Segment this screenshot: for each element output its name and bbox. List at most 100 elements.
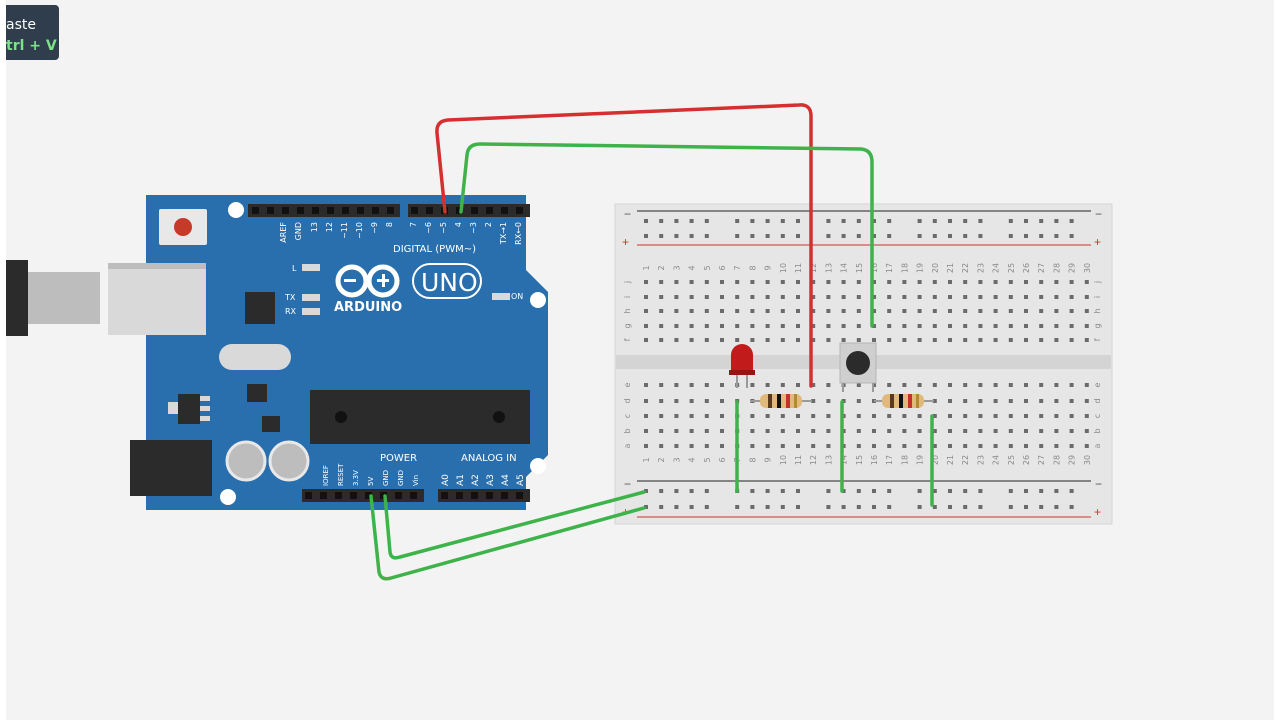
header-socket[interactable] xyxy=(501,207,508,214)
terminal-hole[interactable] xyxy=(689,309,694,313)
header-socket[interactable] xyxy=(441,492,448,499)
terminal-hole[interactable] xyxy=(704,429,709,433)
terminal-hole[interactable] xyxy=(811,399,816,403)
terminal-hole[interactable] xyxy=(735,309,740,313)
rail-hole[interactable] xyxy=(1024,489,1028,493)
terminal-hole[interactable] xyxy=(1039,383,1044,387)
rail-hole[interactable] xyxy=(689,234,694,238)
terminal-hole[interactable] xyxy=(704,324,709,328)
rail-hole[interactable] xyxy=(917,505,922,509)
terminal-hole[interactable] xyxy=(659,309,664,313)
terminal-hole[interactable] xyxy=(720,324,724,328)
terminal-hole[interactable] xyxy=(1054,429,1059,433)
rail-hole[interactable] xyxy=(796,489,800,493)
terminal-hole[interactable] xyxy=(872,338,876,342)
rail-hole[interactable] xyxy=(689,489,694,493)
terminal-hole[interactable] xyxy=(826,295,831,299)
terminal-hole[interactable] xyxy=(796,338,800,342)
terminal-hole[interactable] xyxy=(674,324,679,328)
terminal-hole[interactable] xyxy=(826,309,831,313)
terminal-hole[interactable] xyxy=(902,309,907,313)
terminal-hole[interactable] xyxy=(1069,444,1074,448)
terminal-hole[interactable] xyxy=(902,444,907,448)
terminal-hole[interactable] xyxy=(811,309,816,313)
header-socket[interactable] xyxy=(335,492,342,499)
terminal-hole[interactable] xyxy=(796,309,800,313)
terminal-hole[interactable] xyxy=(887,338,892,342)
rail-hole[interactable] xyxy=(1008,234,1013,238)
terminal-hole[interactable] xyxy=(1039,414,1044,418)
terminal-hole[interactable] xyxy=(780,280,785,284)
resistor-2[interactable] xyxy=(874,394,934,408)
red-led[interactable] xyxy=(729,344,755,388)
rail-hole[interactable] xyxy=(856,234,861,238)
terminal-hole[interactable] xyxy=(826,383,831,387)
terminal-hole[interactable] xyxy=(674,338,679,342)
terminal-hole[interactable] xyxy=(1054,295,1059,299)
rail-hole[interactable] xyxy=(750,234,755,238)
rail-hole[interactable] xyxy=(826,234,831,238)
terminal-hole[interactable] xyxy=(750,429,755,433)
terminal-hole[interactable] xyxy=(841,399,846,403)
terminal-hole[interactable] xyxy=(841,280,846,284)
terminal-hole[interactable] xyxy=(978,399,983,403)
terminal-hole[interactable] xyxy=(1069,280,1074,284)
terminal-hole[interactable] xyxy=(932,295,937,299)
rail-hole[interactable] xyxy=(765,489,770,493)
terminal-hole[interactable] xyxy=(659,414,664,418)
terminal-hole[interactable] xyxy=(993,414,998,418)
terminal-hole[interactable] xyxy=(1039,309,1044,313)
terminal-hole[interactable] xyxy=(917,383,922,387)
terminal-hole[interactable] xyxy=(811,338,816,342)
terminal-hole[interactable] xyxy=(1084,309,1089,313)
terminal-hole[interactable] xyxy=(902,295,907,299)
terminal-hole[interactable] xyxy=(689,324,694,328)
terminal-hole[interactable] xyxy=(948,444,952,448)
terminal-hole[interactable] xyxy=(720,295,724,299)
terminal-hole[interactable] xyxy=(1069,414,1074,418)
terminal-hole[interactable] xyxy=(644,399,648,403)
terminal-hole[interactable] xyxy=(796,324,800,328)
header-socket[interactable] xyxy=(456,492,463,499)
terminal-hole[interactable] xyxy=(811,280,816,284)
terminal-hole[interactable] xyxy=(932,399,937,403)
header-socket[interactable] xyxy=(320,492,327,499)
terminal-hole[interactable] xyxy=(1008,399,1013,403)
terminal-hole[interactable] xyxy=(917,444,922,448)
terminal-hole[interactable] xyxy=(826,338,831,342)
terminal-hole[interactable] xyxy=(856,295,861,299)
terminal-hole[interactable] xyxy=(917,295,922,299)
rail-hole[interactable] xyxy=(659,234,664,238)
terminal-hole[interactable] xyxy=(811,324,816,328)
rail-hole[interactable] xyxy=(704,234,709,238)
terminal-hole[interactable] xyxy=(1039,324,1044,328)
terminal-hole[interactable] xyxy=(765,429,770,433)
terminal-hole[interactable] xyxy=(1054,444,1059,448)
terminal-hole[interactable] xyxy=(993,383,998,387)
terminal-hole[interactable] xyxy=(932,429,937,433)
terminal-hole[interactable] xyxy=(689,429,694,433)
rail-hole[interactable] xyxy=(978,505,983,509)
rail-hole[interactable] xyxy=(841,505,846,509)
rail-hole[interactable] xyxy=(963,505,968,509)
terminal-hole[interactable] xyxy=(826,414,831,418)
header-socket[interactable] xyxy=(350,492,357,499)
terminal-hole[interactable] xyxy=(704,338,709,342)
terminal-hole[interactable] xyxy=(674,429,679,433)
header-socket[interactable] xyxy=(372,207,379,214)
terminal-hole[interactable] xyxy=(644,383,648,387)
rail-hole[interactable] xyxy=(948,234,952,238)
terminal-hole[interactable] xyxy=(948,429,952,433)
terminal-hole[interactable] xyxy=(1054,414,1059,418)
terminal-hole[interactable] xyxy=(735,295,740,299)
terminal-hole[interactable] xyxy=(1024,399,1028,403)
terminal-hole[interactable] xyxy=(720,383,724,387)
rail-hole[interactable] xyxy=(780,234,785,238)
rail-hole[interactable] xyxy=(1008,219,1013,223)
header-socket[interactable] xyxy=(410,492,417,499)
terminal-hole[interactable] xyxy=(1069,338,1074,342)
header-socket[interactable] xyxy=(395,492,402,499)
terminal-hole[interactable] xyxy=(644,295,648,299)
terminal-hole[interactable] xyxy=(856,338,861,342)
rail-hole[interactable] xyxy=(735,505,740,509)
